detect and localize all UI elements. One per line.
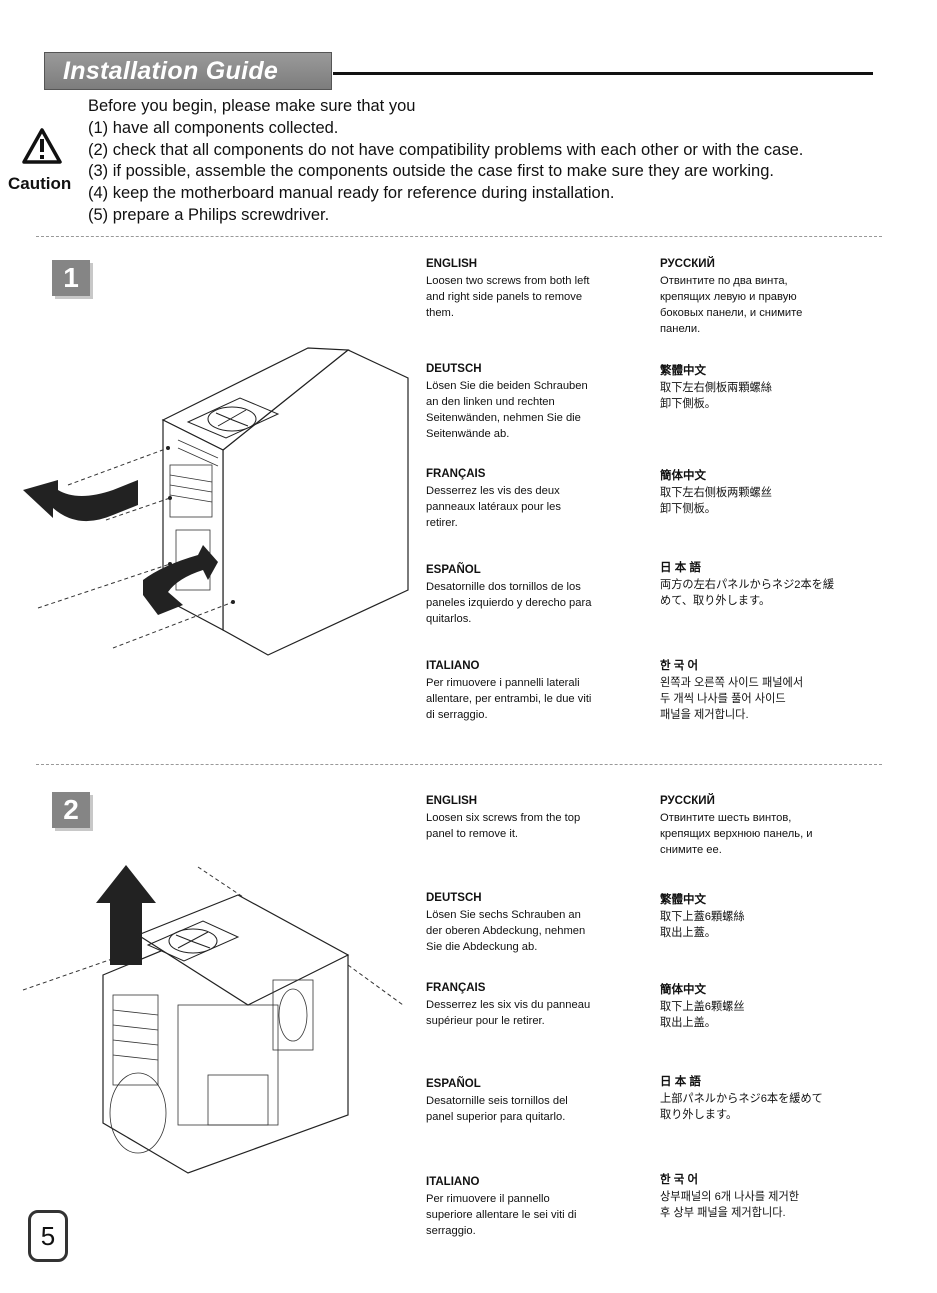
language-heading: ITALIANO xyxy=(426,1176,480,1188)
instruction-text: 상부패널의 6개 나사를 제거한 후 상부 패널을 제거합니다. xyxy=(660,1191,800,1219)
step-2-illustration xyxy=(18,855,413,1175)
instruction-text: Per rimuovere i pannelli laterali allent… xyxy=(426,677,592,721)
language-heading: FRANÇAIS xyxy=(426,982,486,994)
step-2-text-traditional-chinese: 繁體中文 取下上蓋6顆螺絲 取出上蓋。 xyxy=(660,892,875,941)
step-2-text-korean: 한 국 어 상부패널의 6개 나사를 제거한 후 상부 패널을 제거합니다. xyxy=(660,1172,875,1221)
step-2-text-english: ENGLISH Loosen six screws from the top p… xyxy=(426,793,641,842)
language-heading: 日 本 語 xyxy=(660,562,701,574)
language-heading: 日 本 語 xyxy=(660,1076,701,1088)
instruction-text: Отвинтите шесть винтов, крепящих верхнюю… xyxy=(660,812,813,856)
step-1-text-espanol: ESPAÑOL Desatornille dos tornillos de lo… xyxy=(426,562,641,627)
language-heading: 繁體中文 xyxy=(660,894,706,906)
warning-triangle-icon xyxy=(22,128,62,164)
step-2-text-simplified-chinese: 簡体中文 取下上盖6颗螺丝 取出上盖。 xyxy=(660,982,875,1031)
section-divider xyxy=(36,764,882,765)
instruction-text: 上部パネルからネジ6本を緩めて 取り外します。 xyxy=(660,1093,823,1121)
instruction-text: Loosen two screws from both left and rig… xyxy=(426,275,590,319)
checklist-item: (5) prepare a Philips screwdriver. xyxy=(88,205,330,224)
step-1-text-english: ENGLISH Loosen two screws from both left… xyxy=(426,256,641,321)
instruction-text: 取下左右侧板两颗螺丝 卸下侧板。 xyxy=(660,487,772,515)
language-heading: 簡体中文 xyxy=(660,984,706,996)
step-1-text-traditional-chinese: 繁體中文 取下左右側板兩顆螺絲 卸下側板。 xyxy=(660,363,875,412)
checklist-item: (3) if possible, assemble the components… xyxy=(88,162,774,181)
instruction-text: Desatornille seis tornillos del panel su… xyxy=(426,1095,568,1123)
section-title: Installation Guide xyxy=(44,52,332,90)
step-2-text-japanese: 日 本 語 上部パネルからネジ6本を緩めて 取り外します。 xyxy=(660,1074,875,1123)
instruction-text: 왼쪽과 오른쪽 사이드 패널에서 두 개씩 나사를 풀어 사이드 패널을 제거합… xyxy=(660,677,804,721)
step-2-badge: 2 xyxy=(52,792,90,828)
instruction-text: 取下上蓋6顆螺絲 取出上蓋。 xyxy=(660,911,745,939)
instruction-text: Lösen Sie sechs Schrauben an der oberen … xyxy=(426,909,586,953)
language-heading: 한 국 어 xyxy=(660,660,699,672)
step-1-text-deutsch: DEUTSCH Lösen Sie die beiden Schrauben a… xyxy=(426,361,641,442)
intro-checklist: Before you begin, please make sure that … xyxy=(88,96,803,227)
language-heading: РУССКИЙ xyxy=(660,258,715,270)
step-2-text-russian: РУССКИЙ Отвинтите шесть винтов, крепящих… xyxy=(660,793,875,858)
step-1-text-japanese: 日 本 語 両方の左右パネルからネジ2本を緩 めて、取り外します。 xyxy=(660,560,875,609)
step-1-text-korean: 한 국 어 왼쪽과 오른쪽 사이드 패널에서 두 개씩 나사를 풀어 사이드 패… xyxy=(660,658,875,723)
language-heading: ESPAÑOL xyxy=(426,564,481,576)
instruction-text: Per rimuovere il pannello superiore alle… xyxy=(426,1193,577,1237)
header-rule xyxy=(333,72,873,75)
checklist-item: (2) check that all components do not hav… xyxy=(88,140,804,159)
instruction-text: Desserrez les six vis du panneau supérie… xyxy=(426,999,591,1027)
instruction-text: Desserrez les vis des deux panneaux laté… xyxy=(426,485,561,529)
step-2-text-espanol: ESPAÑOL Desatornille seis tornillos del … xyxy=(426,1076,641,1125)
instruction-text: Lösen Sie die beiden Schrauben an den li… xyxy=(426,380,588,440)
language-heading: ENGLISH xyxy=(426,258,478,270)
step-1-text-italiano: ITALIANO Per rimuovere i pannelli latera… xyxy=(426,658,641,723)
language-heading: 한 국 어 xyxy=(660,1174,699,1186)
instruction-text: Desatornille dos tornillos de los panele… xyxy=(426,581,592,625)
language-heading: DEUTSCH xyxy=(426,363,482,375)
step-1-illustration xyxy=(18,340,413,665)
step-1-badge: 1 xyxy=(52,260,90,296)
step-2-text-italiano: ITALIANO Per rimuovere il pannello super… xyxy=(426,1174,641,1239)
language-heading: РУССКИЙ xyxy=(660,795,715,807)
instruction-text: Loosen six screws from the top panel to … xyxy=(426,812,581,840)
page-number: 5 xyxy=(28,1210,68,1262)
language-heading: 繁體中文 xyxy=(660,365,706,377)
language-heading: ITALIANO xyxy=(426,660,480,672)
caution-label: Caution xyxy=(8,174,72,193)
step-2-text-francais: FRANÇAIS Desserrez les six vis du pannea… xyxy=(426,980,641,1029)
instruction-text: 両方の左右パネルからネジ2本を緩 めて、取り外します。 xyxy=(660,579,835,607)
language-heading: FRANÇAIS xyxy=(426,468,486,480)
instruction-text: Отвинтите по два винта, крепящих левую и… xyxy=(660,275,803,335)
instruction-text: 取下左右側板兩顆螺絲 卸下側板。 xyxy=(660,382,772,410)
language-heading: DEUTSCH xyxy=(426,892,482,904)
language-heading: 簡体中文 xyxy=(660,470,706,482)
step-1-text-russian: РУССКИЙ Отвинтите по два винта, крепящих… xyxy=(660,256,875,337)
step-1-text-simplified-chinese: 簡体中文 取下左右侧板两颗螺丝 卸下侧板。 xyxy=(660,468,875,517)
language-heading: ENGLISH xyxy=(426,795,478,807)
section-divider xyxy=(36,236,882,237)
language-heading: ESPAÑOL xyxy=(426,1078,481,1090)
step-1-text-francais: FRANÇAIS Desserrez les vis des deux pann… xyxy=(426,466,641,531)
checklist-item: (4) keep the motherboard manual ready fo… xyxy=(88,184,615,203)
instruction-text: 取下上盖6颗螺丝 取出上盖。 xyxy=(660,1001,745,1029)
checklist-item: (1) have all components collected. xyxy=(88,118,339,137)
intro-lead: Before you begin, please make sure that … xyxy=(88,97,416,115)
step-2-text-deutsch: DEUTSCH Lösen Sie sechs Schrauben an der… xyxy=(426,890,641,955)
